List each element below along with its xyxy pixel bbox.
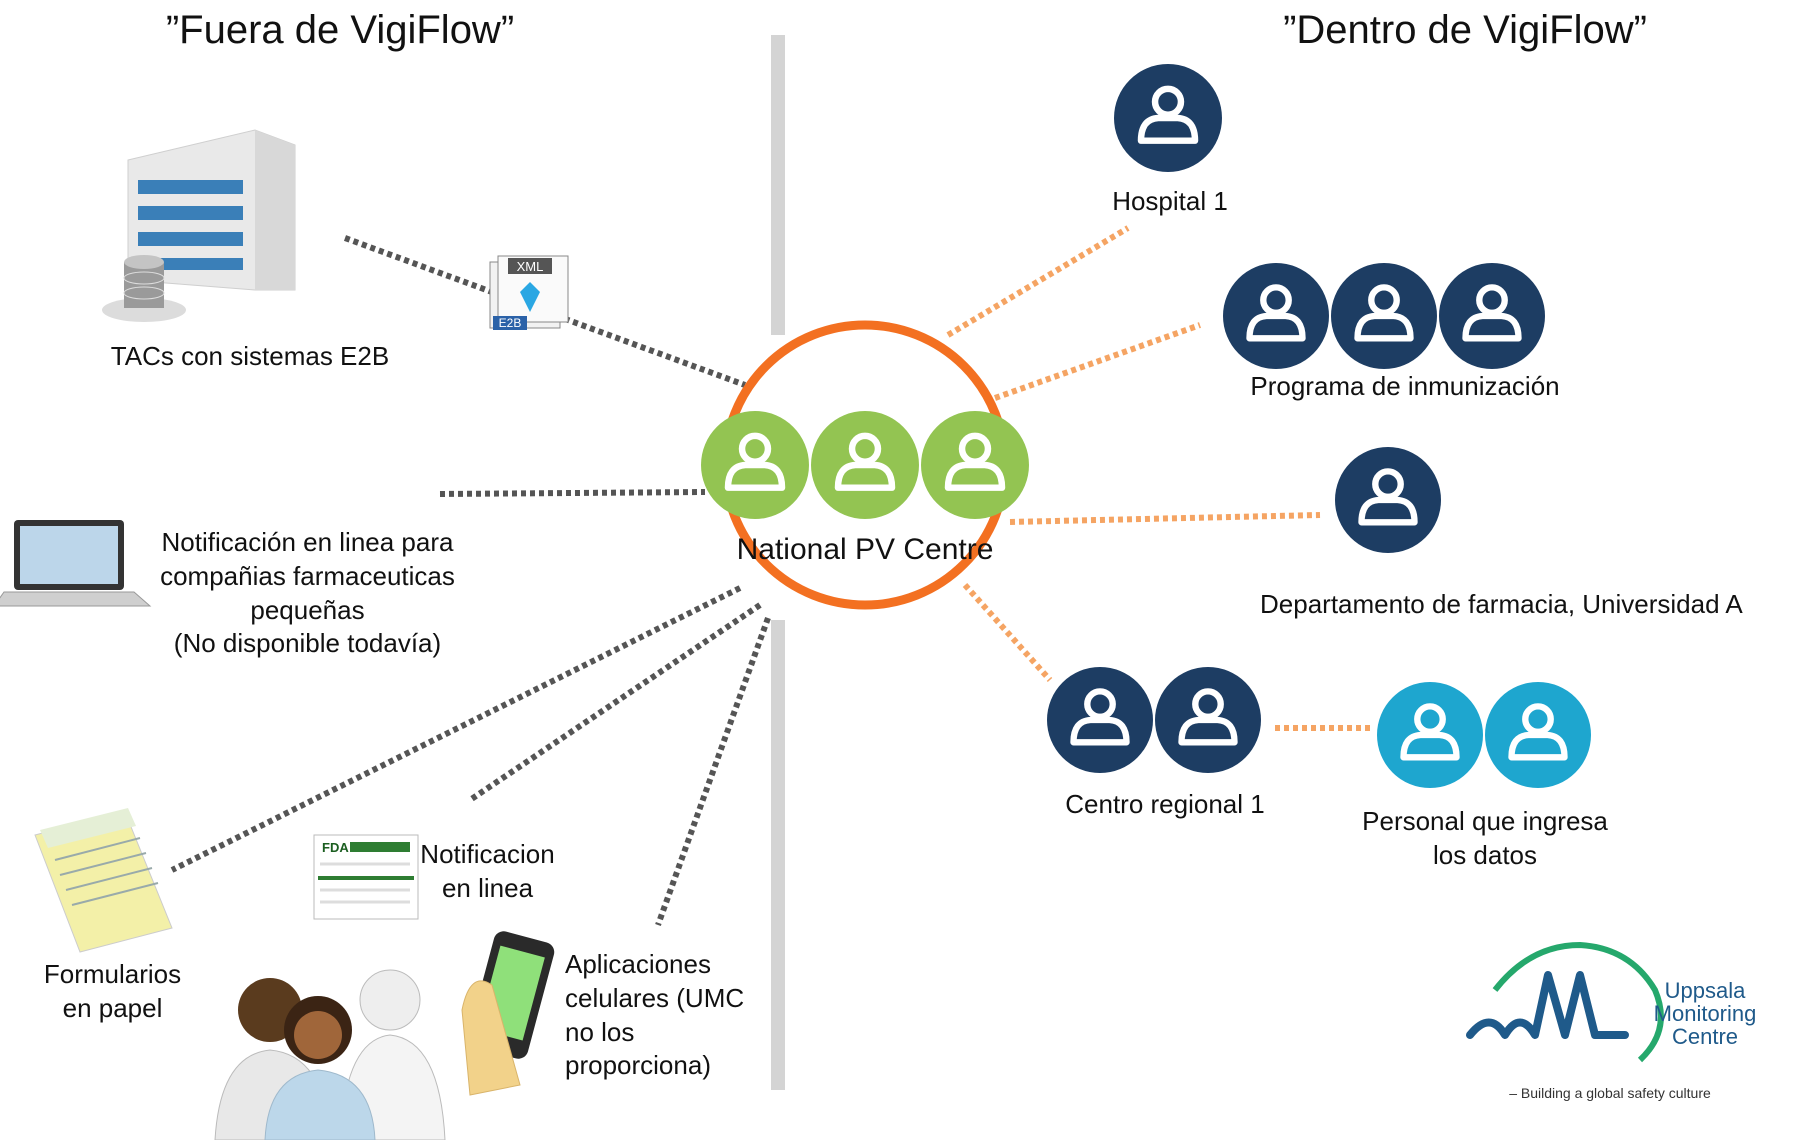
data-entry-label: Personal que ingresa los datos — [1362, 806, 1608, 870]
mobile-phone-icon — [461, 931, 555, 1096]
svg-text:Monitoring: Monitoring — [1654, 1001, 1757, 1026]
svg-text:Centre: Centre — [1672, 1024, 1738, 1049]
regional-users — [1047, 667, 1261, 773]
laptop-icon — [0, 520, 152, 607]
building-icon — [127, 129, 296, 291]
database-icon — [102, 255, 186, 322]
pharmacy-label: Departamento de farmacia, Universidad A — [1260, 589, 1743, 619]
paper-form-icon — [34, 808, 173, 953]
heading-outside: ”Fuera de VigiFlow” — [165, 8, 515, 52]
data-entry-users — [1377, 682, 1591, 788]
svg-text:XML: XML — [517, 259, 544, 274]
national-centre-label: National PV Centre — [736, 533, 994, 566]
paper-forms-label: Formularios en papel — [43, 959, 182, 1023]
notif-companies-label: Notificación en linea para compañias far… — [160, 527, 455, 659]
hospital-label: Hospital 1 — [1112, 186, 1228, 216]
national-centre-people — [701, 411, 1029, 519]
hospital-user — [1114, 64, 1222, 172]
tacs-label: TACs con sistemas E2B — [110, 341, 390, 371]
svg-text:Uppsala: Uppsala — [1665, 978, 1746, 1003]
health-workers-icon — [214, 969, 446, 1140]
regional-label: Centro regional 1 — [1065, 789, 1265, 819]
online-notif-label: Notificacion en linea — [420, 839, 555, 903]
umc-logo: Uppsala Monitoring Centre – Building a g… — [1466, 941, 1757, 1101]
svg-text:FDA: FDA — [322, 840, 349, 855]
heading-inside: ”Dentro de VigiFlow” — [1283, 8, 1647, 52]
mobile-apps-label: Aplicaciones celulares (UMC no los propo… — [565, 949, 745, 1081]
svg-text:E2B: E2B — [499, 316, 522, 330]
svg-text:– Building a global safety cul: – Building a global safety culture — [1509, 1085, 1711, 1101]
immunization-users — [1223, 263, 1545, 369]
inside-connectors — [946, 225, 1370, 731]
online-form-icon: FDA — [313, 834, 419, 920]
xml-document-icon: XML E2B — [489, 255, 569, 330]
outside-connectors — [170, 235, 771, 927]
immunization-label: Programa de inmunización — [1250, 371, 1560, 401]
pharmacy-user — [1335, 447, 1441, 553]
